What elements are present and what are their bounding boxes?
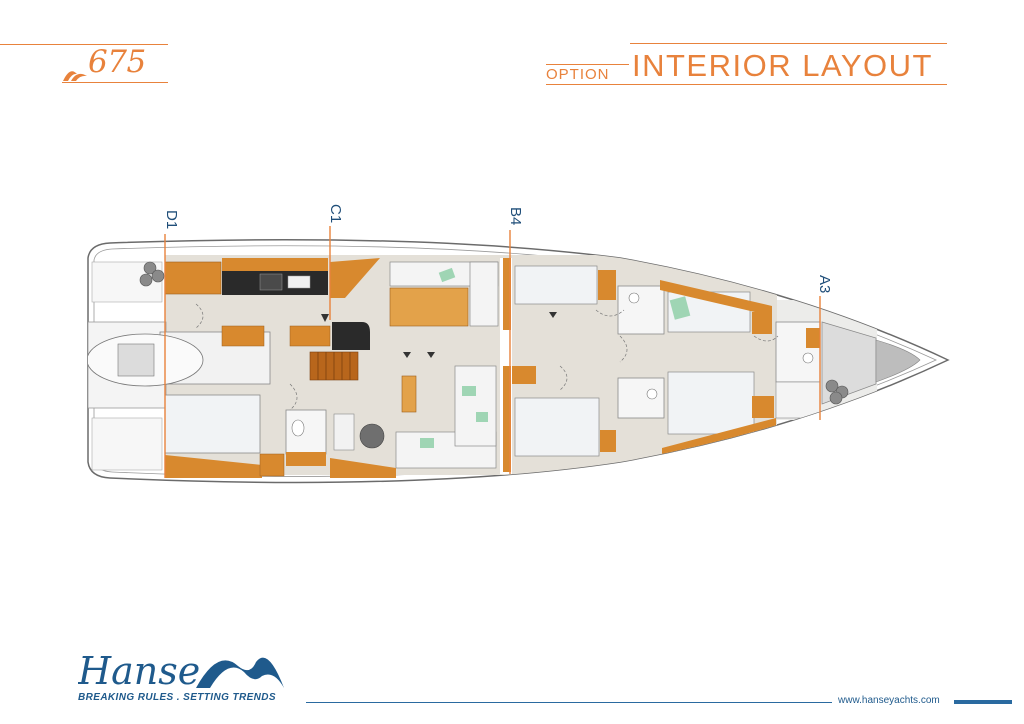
stbd-cabin-locker-2 — [600, 430, 616, 452]
stbd-head — [617, 377, 665, 419]
stbd-head-basin — [646, 388, 658, 400]
hull-inner-line — [93, 245, 937, 477]
bow-gas-bottles — [825, 379, 849, 405]
fwd-stbd-cabin-bed — [667, 371, 755, 435]
title-line-top — [630, 43, 947, 44]
model-wave-logo-icon — [63, 71, 87, 81]
port-cabin-locker — [598, 270, 616, 300]
forepeak-wood — [806, 328, 820, 348]
galley-counter-aft — [164, 261, 222, 295]
stbd-cabin-bed — [514, 397, 600, 457]
nav-chair — [333, 413, 355, 451]
saloon-sofa-port — [389, 261, 499, 327]
galley-hob — [259, 273, 283, 291]
galley-sink — [287, 275, 311, 289]
brand-tagline: BREAKING RULES . SETTING TRENDS — [78, 692, 276, 703]
door-swings — [195, 303, 779, 411]
galley-cabinet-left — [221, 325, 265, 347]
model-number: 675 — [88, 44, 146, 80]
model-line-top — [0, 44, 168, 45]
forepeak-basin — [802, 352, 814, 364]
port-head-basin — [628, 292, 640, 304]
galley-island — [332, 322, 370, 350]
option-line — [546, 64, 629, 65]
stair-arrows — [321, 312, 557, 358]
port-cabin-bed — [514, 265, 598, 305]
fwd-hull-wood-port — [660, 280, 772, 316]
port-head — [617, 285, 665, 335]
saloon-hull-wood — [330, 458, 396, 478]
fwd-hull-wood-stbd — [662, 418, 776, 456]
saloon-table-starboard — [401, 375, 417, 413]
saloon-pouf — [359, 423, 385, 449]
model-line-bottom — [62, 82, 168, 83]
stbd-cabin-locker — [512, 366, 536, 384]
svg-text:Hanse: Hanse — [78, 649, 200, 693]
tender-seat — [117, 343, 155, 377]
aft-cabin-locker — [259, 453, 285, 477]
footer-url[interactable]: www.hanseyachts.com — [838, 695, 940, 706]
galley-counter-top — [222, 258, 328, 271]
aft-head-wood — [286, 452, 326, 466]
galley-cabinet-right — [289, 325, 331, 347]
fwd-port-cushion — [669, 296, 691, 320]
footer-end-bar — [954, 700, 1012, 704]
fwd-port-locker — [752, 312, 772, 334]
title-line-bottom — [546, 84, 947, 85]
aft-head-toilet — [291, 419, 305, 437]
bulkhead-b4-stbd — [503, 366, 511, 472]
bulkhead-wood-top — [330, 258, 380, 298]
aft-cabin-hull-wood — [165, 455, 262, 478]
bulkhead-b4-port — [503, 258, 511, 330]
stern-gas-bottles — [139, 261, 165, 287]
stern-deck-bottom — [91, 417, 163, 471]
saloon-table-port — [389, 287, 469, 327]
option-label: OPTION — [546, 66, 610, 83]
hanse-brand-logo-icon: Hanse — [78, 649, 284, 693]
footer-rule — [306, 702, 832, 703]
forepeak-shower — [775, 381, 821, 419]
companionway-stairs — [309, 351, 359, 381]
aft-cabin-bed — [164, 394, 261, 454]
page-title: INTERIOR LAYOUT — [632, 48, 933, 83]
bow-locker — [875, 339, 921, 383]
fwd-stbd-locker — [752, 396, 774, 418]
aft-head — [285, 409, 327, 455]
saloon-sofa-starboard — [395, 365, 497, 469]
